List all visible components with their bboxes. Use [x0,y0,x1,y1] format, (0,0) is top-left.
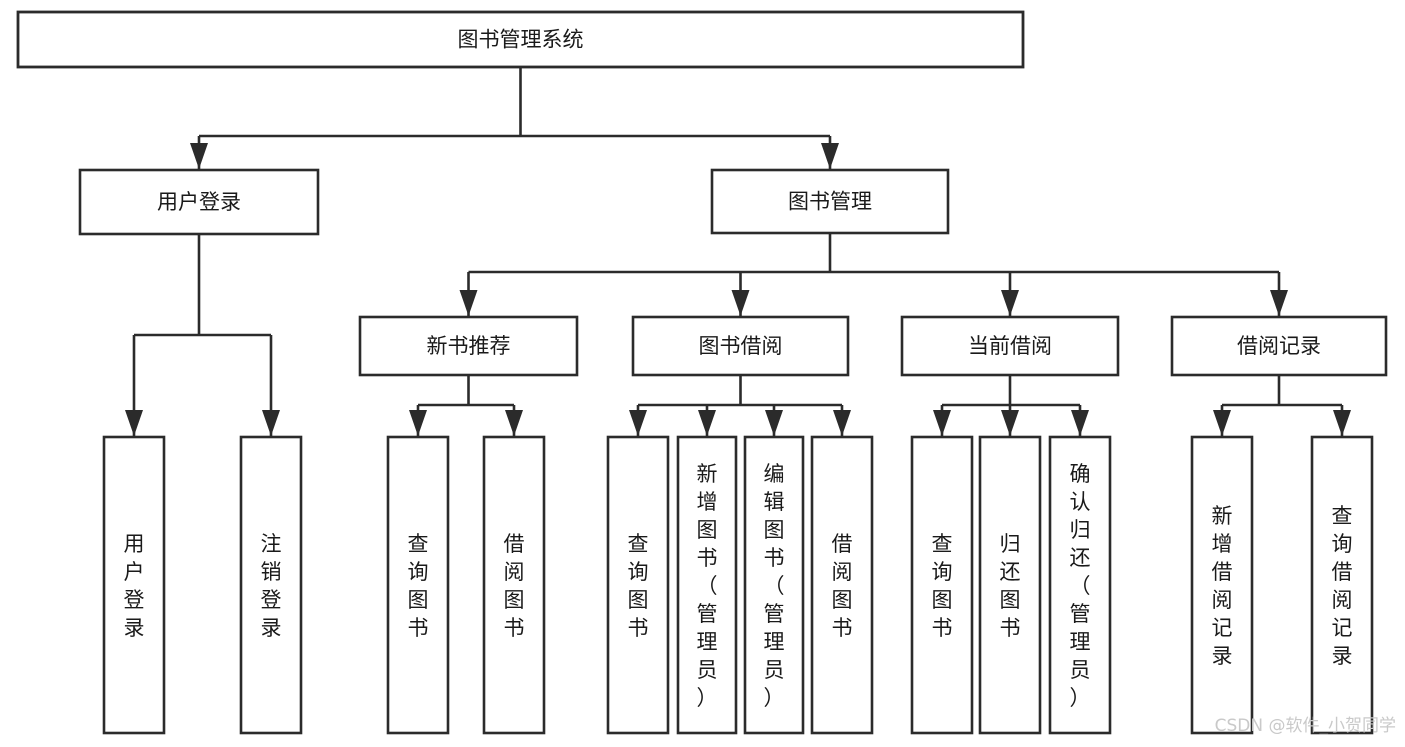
connector-arrow-icon [262,410,280,436]
node-box-records[interactable] [1170,315,1388,377]
node-leaf-current-confirm[interactable]: 确认归还（管理员） [1048,435,1112,735]
node-box-leaf-current-confirm[interactable] [1048,435,1112,735]
node-label-records: 借阅记录 [1237,334,1321,358]
node-box-leaf-newbook-query[interactable] [386,435,450,735]
node-box-current[interactable] [900,315,1120,377]
node-box-root[interactable] [16,10,1025,69]
connector-arrow-icon [821,143,839,169]
connector-arrow-icon [1071,410,1089,436]
node-bookmgmt[interactable]: 图书管理 [710,168,950,235]
node-records[interactable]: 借阅记录 [1170,315,1388,377]
watermark-label: CSDN @软件_小贺同学 [1215,716,1396,736]
connector-group-bookmgmt [459,233,1288,316]
node-box-leaf-current-query[interactable] [910,435,974,735]
node-box-newbook[interactable] [358,315,579,377]
connector-arrow-icon [629,410,647,436]
connector-group-records [1213,375,1351,436]
connector-arrow-icon [459,290,478,316]
node-box-login[interactable] [78,168,320,236]
node-label-root: 图书管理系统 [458,28,584,52]
node-label-newbook: 新书推荐 [427,334,511,358]
node-label-bookmgmt: 图书管理 [788,190,872,214]
node-newbook[interactable]: 新书推荐 [358,315,579,377]
node-box-leaf-current-return[interactable] [978,435,1042,735]
connector-group-current [933,375,1089,436]
node-current[interactable]: 当前借阅 [900,315,1120,377]
node-borrow[interactable]: 图书借阅 [631,315,850,377]
connector-group-login [125,234,280,436]
node-label-leaf-borrow-edit: 编辑图书（管理员） [764,462,785,710]
node-leaf-newbook-query[interactable]: 查询图书 [386,435,450,735]
connector-arrow-icon [190,143,208,169]
connector-group-newbook [409,375,523,436]
node-leaf-records-query[interactable]: 查询借阅记录 [1310,435,1374,735]
node-box-leaf-borrow-query[interactable] [606,435,670,735]
connector-arrow-icon [765,410,783,436]
node-label-leaf-current-query: 查询图书 [932,532,953,640]
node-leaf-borrow-lend[interactable]: 借阅图书 [810,435,874,735]
node-root[interactable]: 图书管理系统 [16,10,1025,69]
connector-arrow-icon [731,290,750,316]
node-box-leaf-borrow-add[interactable] [676,435,738,735]
node-leaf-newbook-borrow[interactable]: 借阅图书 [482,435,546,735]
node-box-leaf-user-logout[interactable] [239,435,303,735]
connector-arrow-icon [1213,410,1231,436]
node-leaf-user-logout[interactable]: 注销登录 [239,435,303,735]
node-box-leaf-borrow-lend[interactable] [810,435,874,735]
connector-arrow-icon [933,410,951,436]
connector-group-root [190,67,839,169]
node-box-borrow[interactable] [631,315,850,377]
node-leaf-borrow-query[interactable]: 查询图书 [606,435,670,735]
node-label-leaf-newbook-borrow: 借阅图书 [504,532,525,640]
node-label-leaf-user-login: 用户登录 [124,532,145,640]
node-label-leaf-borrow-add: 新增图书（管理员） [697,462,718,710]
node-label-login: 用户登录 [157,190,241,214]
node-label-leaf-borrow-query: 查询图书 [628,532,649,640]
connector-group-borrow [629,375,851,436]
node-leaf-user-login[interactable]: 用户登录 [102,435,166,735]
node-label-borrow: 图书借阅 [699,334,783,358]
connector-arrow-icon [1001,410,1019,436]
connector-arrow-icon [1270,290,1288,316]
node-label-leaf-user-logout: 注销登录 [261,532,282,640]
node-leaf-records-add[interactable]: 新增借阅记录 [1190,435,1254,735]
node-label-leaf-records-add: 新增借阅记录 [1212,504,1233,668]
connectors-layer [125,67,1351,436]
node-leaf-current-return[interactable]: 归还图书 [978,435,1042,735]
node-box-bookmgmt[interactable] [710,168,950,235]
node-box-leaf-user-login[interactable] [102,435,166,735]
node-label-leaf-current-confirm: 确认归还（管理员） [1070,462,1091,710]
connector-arrow-icon [1333,410,1351,436]
connector-arrow-icon [698,410,716,436]
node-label-current: 当前借阅 [968,334,1052,358]
connector-arrow-icon [505,410,523,436]
connector-arrow-icon [833,410,851,436]
node-box-leaf-borrow-edit[interactable] [743,435,805,735]
node-label-leaf-records-query: 查询借阅记录 [1332,504,1353,668]
node-leaf-current-query[interactable]: 查询图书 [910,435,974,735]
node-leaf-borrow-add[interactable]: 新增图书（管理员） [676,435,738,735]
node-label-leaf-borrow-lend: 借阅图书 [832,532,853,640]
connector-arrow-icon [409,410,427,436]
node-login[interactable]: 用户登录 [78,168,320,236]
node-box-leaf-newbook-borrow[interactable] [482,435,546,735]
node-box-leaf-records-add[interactable] [1190,435,1254,735]
node-leaf-borrow-edit[interactable]: 编辑图书（管理员） [743,435,805,735]
nodes-layer: 图书管理系统用户登录图书管理新书推荐图书借阅当前借阅借阅记录用户登录注销登录查询… [16,10,1388,735]
connector-arrow-icon [125,410,143,436]
node-box-leaf-records-query[interactable] [1310,435,1374,735]
node-label-leaf-current-return: 归还图书 [1000,532,1021,640]
node-label-leaf-newbook-query: 查询图书 [408,532,429,640]
connector-arrow-icon [1001,290,1019,316]
